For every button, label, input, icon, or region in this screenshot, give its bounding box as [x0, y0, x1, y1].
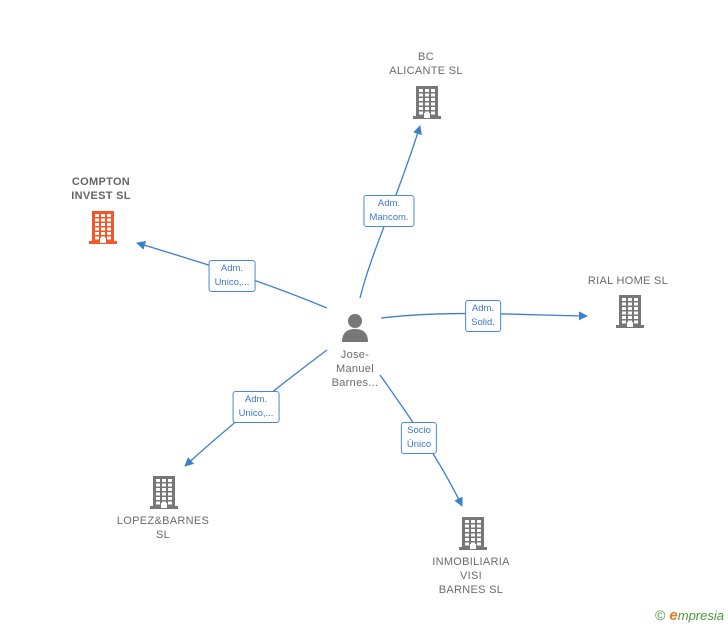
brand-initial: e: [669, 607, 678, 624]
company-name-line: INVEST SL: [71, 190, 131, 202]
company-name-line: BARNES SL: [438, 584, 504, 596]
company-node-rial-home[interactable]: [614, 293, 646, 334]
relation-label-line: Adm.: [220, 263, 244, 274]
copyright-symbol: ©: [655, 607, 666, 623]
building-icon: [89, 211, 117, 244]
company-label-inmobiliaria-visi[interactable]: INMOBILIARIA VISI BARNES SL: [432, 555, 510, 597]
company-node-compton-invest[interactable]: [87, 209, 119, 250]
person-name-label[interactable]: Jose- Manuel Barnes...: [332, 348, 379, 390]
person-icon: [342, 314, 368, 342]
brand-name: mpresia: [677, 608, 724, 623]
relation-label-line: Adm.: [471, 303, 495, 314]
relation-label-line: Unico,...: [214, 277, 250, 288]
person-name-line: Barnes...: [331, 377, 379, 389]
relation-label-lopez-barnes[interactable]: Adm. Unico,...: [232, 391, 280, 423]
building-icon: [459, 517, 487, 550]
relation-label-inmobiliaria-visi[interactable]: Socio Único: [400, 422, 438, 454]
building-icon: [616, 295, 644, 328]
person-node[interactable]: [340, 312, 370, 347]
company-node-inmobiliaria-visi[interactable]: [457, 515, 489, 556]
company-name-line: VISI: [460, 570, 482, 582]
building-icon: [150, 476, 178, 509]
company-name-line: BC: [418, 51, 434, 63]
company-name-line: ALICANTE SL: [389, 65, 463, 77]
company-name-line: INMOBILIARIA: [432, 556, 510, 568]
company-label-bc-alicante[interactable]: BC ALICANTE SL: [389, 50, 463, 78]
building-icon: [413, 86, 441, 119]
company-node-bc-alicante[interactable]: [411, 84, 443, 125]
empresia-logo[interactable]: ©empresia: [655, 607, 724, 624]
company-name-line: LOPEZ&BARNES: [116, 515, 210, 527]
relation-label-rial-home[interactable]: Adm. Solid.: [465, 300, 501, 332]
company-node-lopez-barnes[interactable]: [148, 474, 180, 515]
company-name-line: RIAL HOME SL: [587, 275, 669, 287]
relation-label-line: Unico,...: [238, 408, 274, 419]
company-label-rial-home[interactable]: RIAL HOME SL: [588, 274, 668, 288]
relation-label-bc-alicante[interactable]: Adm. Mancom.: [363, 195, 415, 227]
relation-label-line: Socio: [407, 425, 431, 436]
person-name-line: Manuel: [336, 363, 374, 375]
relation-label-line: Adm.: [377, 198, 401, 209]
relation-label-line: Adm.: [244, 394, 268, 405]
relation-label-line: Único: [406, 439, 432, 450]
person-name-line: Jose-: [340, 349, 370, 361]
relation-label-line: Solid.: [471, 317, 495, 328]
relation-label-compton-invest[interactable]: Adm. Unico,...: [208, 260, 256, 292]
relation-label-line: Mancom.: [369, 212, 409, 223]
company-label-compton-invest[interactable]: COMPTON INVEST SL: [71, 175, 131, 203]
company-name-line: SL: [155, 529, 171, 541]
company-label-lopez-barnes[interactable]: LOPEZ&BARNES SL: [117, 514, 209, 542]
company-name-line: COMPTON: [71, 176, 131, 188]
